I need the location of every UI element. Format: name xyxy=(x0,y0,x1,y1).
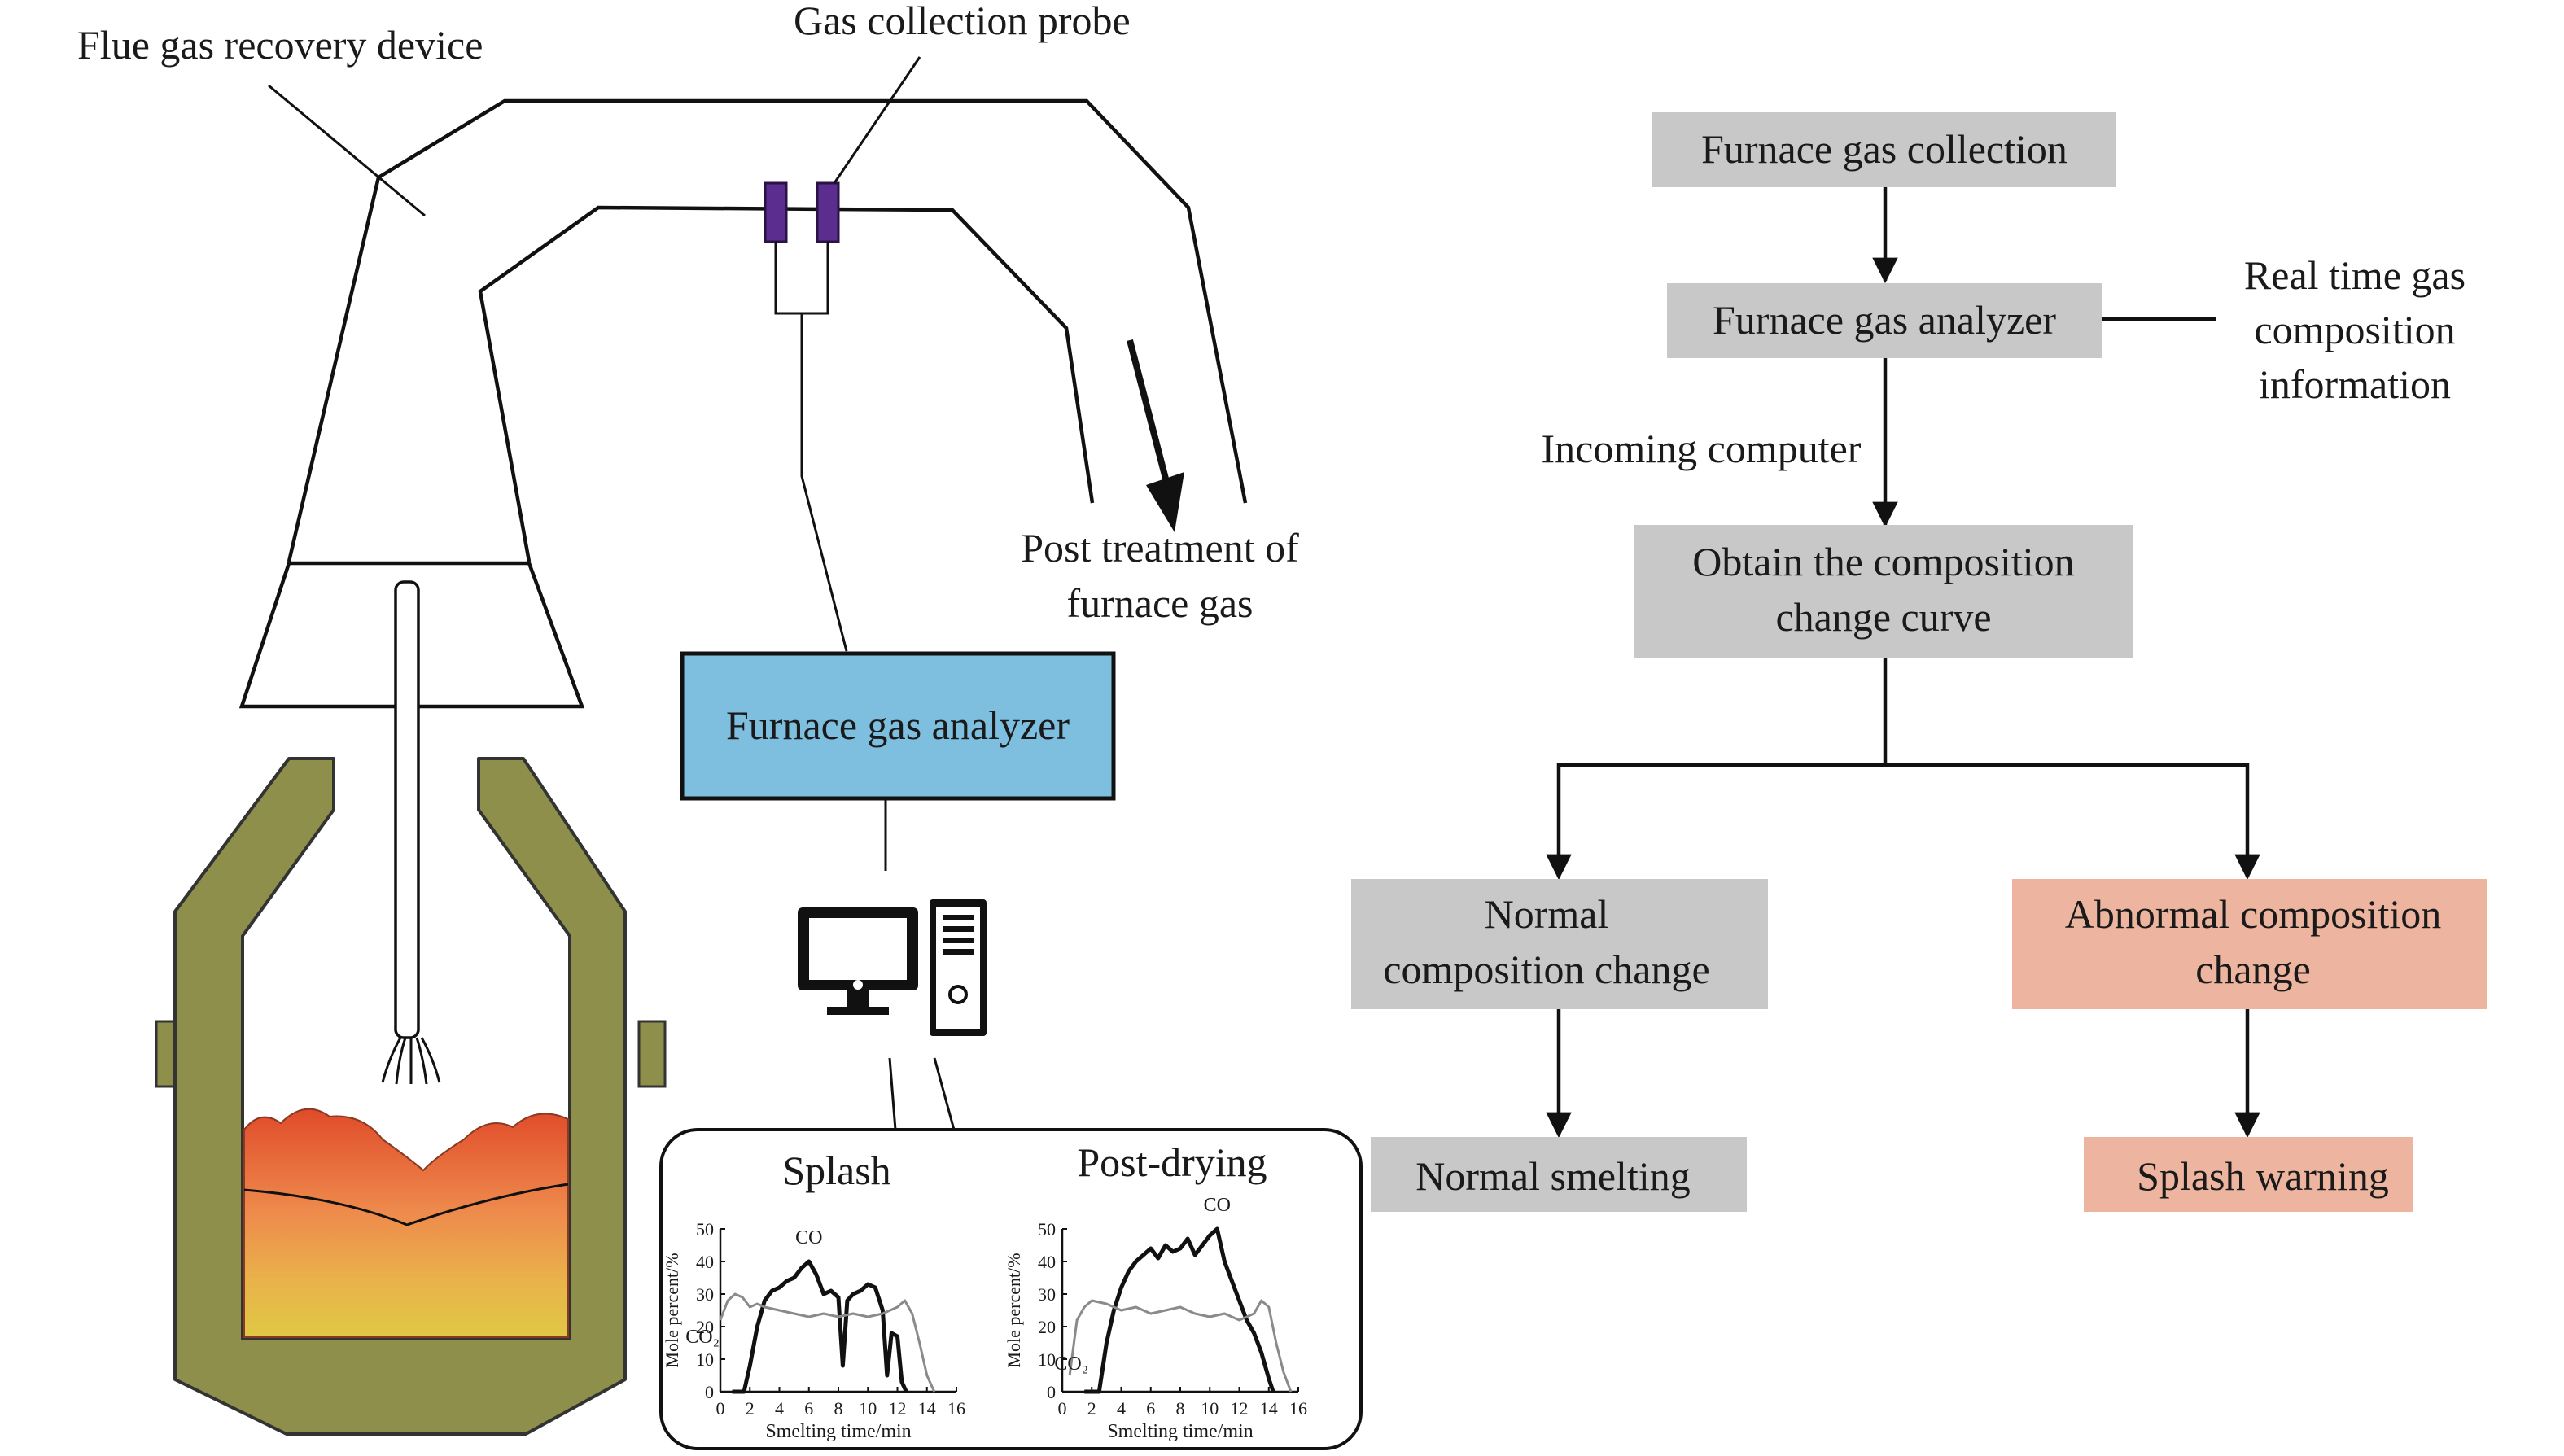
x-axis-label: Smelting time/min xyxy=(765,1421,911,1442)
svg-text:Furnace gas analyzer: Furnace gas analyzer xyxy=(1713,297,2056,343)
gas-collection-probe-label: Gas collection probe xyxy=(794,0,1131,43)
x-tick-label: 10 xyxy=(1201,1398,1219,1419)
left-analyzer-box: Furnace gas analyzer xyxy=(680,651,1116,871)
svg-text:change curve: change curve xyxy=(1775,594,1991,640)
x-tick-label: 4 xyxy=(1117,1398,1126,1419)
x-tick-label: 14 xyxy=(1260,1398,1278,1419)
realtime-label-2: composition xyxy=(2254,307,2455,352)
y-axis-label: Mole percent/% xyxy=(1004,1253,1024,1367)
incoming-computer-label: Incoming computer xyxy=(1542,426,1862,471)
x-tick-label: 16 xyxy=(1289,1398,1307,1419)
arrow-to-abnormal xyxy=(1885,763,2260,881)
y-tick-label: 30 xyxy=(696,1284,714,1305)
realtime-label-1: Real time gas xyxy=(2244,252,2466,298)
svg-text:Obtain the composition: Obtain the composition xyxy=(1692,539,2074,584)
y-tick-label: 50 xyxy=(1038,1219,1056,1240)
x-tick-label: 6 xyxy=(804,1398,813,1419)
series-line-co xyxy=(732,1259,908,1394)
box-collection: Furnace gas collection xyxy=(1652,112,2116,187)
y-tick-label: 40 xyxy=(1038,1252,1056,1272)
computer-icon xyxy=(798,899,987,1036)
left-analyzer-label: Furnace gas analyzer xyxy=(726,702,1070,748)
y-tick-label: 10 xyxy=(1038,1349,1056,1370)
y-tick-label: 30 xyxy=(1038,1284,1056,1305)
x-tick-label: 0 xyxy=(716,1398,725,1419)
svg-text:Furnace gas collection: Furnace gas collection xyxy=(1701,126,2067,172)
series-line-co2 xyxy=(1068,1299,1293,1393)
x-tick-label: 4 xyxy=(775,1398,784,1419)
x-tick-label: 8 xyxy=(1176,1398,1185,1419)
x-tick-label: 6 xyxy=(1146,1398,1155,1419)
flowchart: Furnace gas collection Furnace gas analy… xyxy=(1351,112,2487,1212)
converter-vessel xyxy=(155,757,667,1436)
x-axis-label: Smelting time/min xyxy=(1107,1421,1253,1442)
gas-collection-probe xyxy=(764,56,921,652)
y-tick-label: 10 xyxy=(696,1349,714,1370)
svg-text:Abnormal composition: Abnormal composition xyxy=(2065,891,2441,937)
svg-text:change: change xyxy=(2195,947,2311,992)
box-analyzer: Furnace gas analyzer xyxy=(1667,283,2102,358)
box-normal-change: Normal composition change xyxy=(1351,879,1768,1009)
post-treatment-arrow xyxy=(1127,339,1184,532)
series-label: CO xyxy=(795,1227,822,1248)
y-tick-label: 0 xyxy=(705,1382,714,1402)
callout-lines xyxy=(888,1057,956,1130)
series-label: CO₂ xyxy=(685,1327,720,1348)
box-splash-warning: Splash warning xyxy=(2084,1137,2413,1212)
arrow-to-normal xyxy=(1546,658,1888,881)
x-tick-label: 0 xyxy=(1058,1398,1067,1419)
svg-text:Normal smelting: Normal smelting xyxy=(1415,1153,1690,1199)
series-line-co2 xyxy=(719,1292,936,1393)
box-normal-smelting: Normal smelting xyxy=(1371,1137,1747,1212)
realtime-label-3: information xyxy=(2259,361,2451,407)
svg-text:composition change: composition change xyxy=(1383,947,1709,992)
x-tick-label: 14 xyxy=(918,1398,936,1419)
x-tick-label: 12 xyxy=(889,1398,907,1419)
y-tick-label: 20 xyxy=(696,1317,714,1337)
recovery-device-pointer xyxy=(268,84,426,217)
chart-title: Post-drying xyxy=(1077,1139,1267,1185)
svg-text:Splash warning: Splash warning xyxy=(2137,1153,2389,1199)
box-obtain-curve: Obtain the composition change curve xyxy=(1634,525,2133,658)
y-tick-label: 50 xyxy=(696,1219,714,1240)
molten-steel xyxy=(243,1108,569,1338)
series-label: CO₂ xyxy=(1054,1353,1088,1375)
x-tick-label: 10 xyxy=(859,1398,877,1419)
post-treatment-label-1: Post treatment of xyxy=(1021,525,1299,571)
flue-gas-recovery-label: Flue gas recovery device xyxy=(77,22,483,68)
svg-text:Normal: Normal xyxy=(1485,891,1609,937)
x-tick-label: 2 xyxy=(746,1398,755,1419)
oxygen-lance xyxy=(381,580,441,1085)
x-tick-label: 16 xyxy=(947,1398,965,1419)
x-tick-label: 8 xyxy=(834,1398,843,1419)
box-abnormal-change: Abnormal composition change xyxy=(2012,879,2487,1009)
y-tick-label: 20 xyxy=(1038,1317,1056,1337)
chart-title: Splash xyxy=(782,1148,890,1193)
post-treatment-label-2: furnace gas xyxy=(1066,580,1253,626)
x-tick-label: 2 xyxy=(1087,1398,1096,1419)
series-label: CO xyxy=(1204,1195,1231,1216)
y-tick-label: 0 xyxy=(1047,1382,1056,1402)
y-axis-label: Mole percent/% xyxy=(662,1253,682,1367)
y-tick-label: 40 xyxy=(696,1252,714,1272)
x-tick-label: 12 xyxy=(1231,1398,1249,1419)
